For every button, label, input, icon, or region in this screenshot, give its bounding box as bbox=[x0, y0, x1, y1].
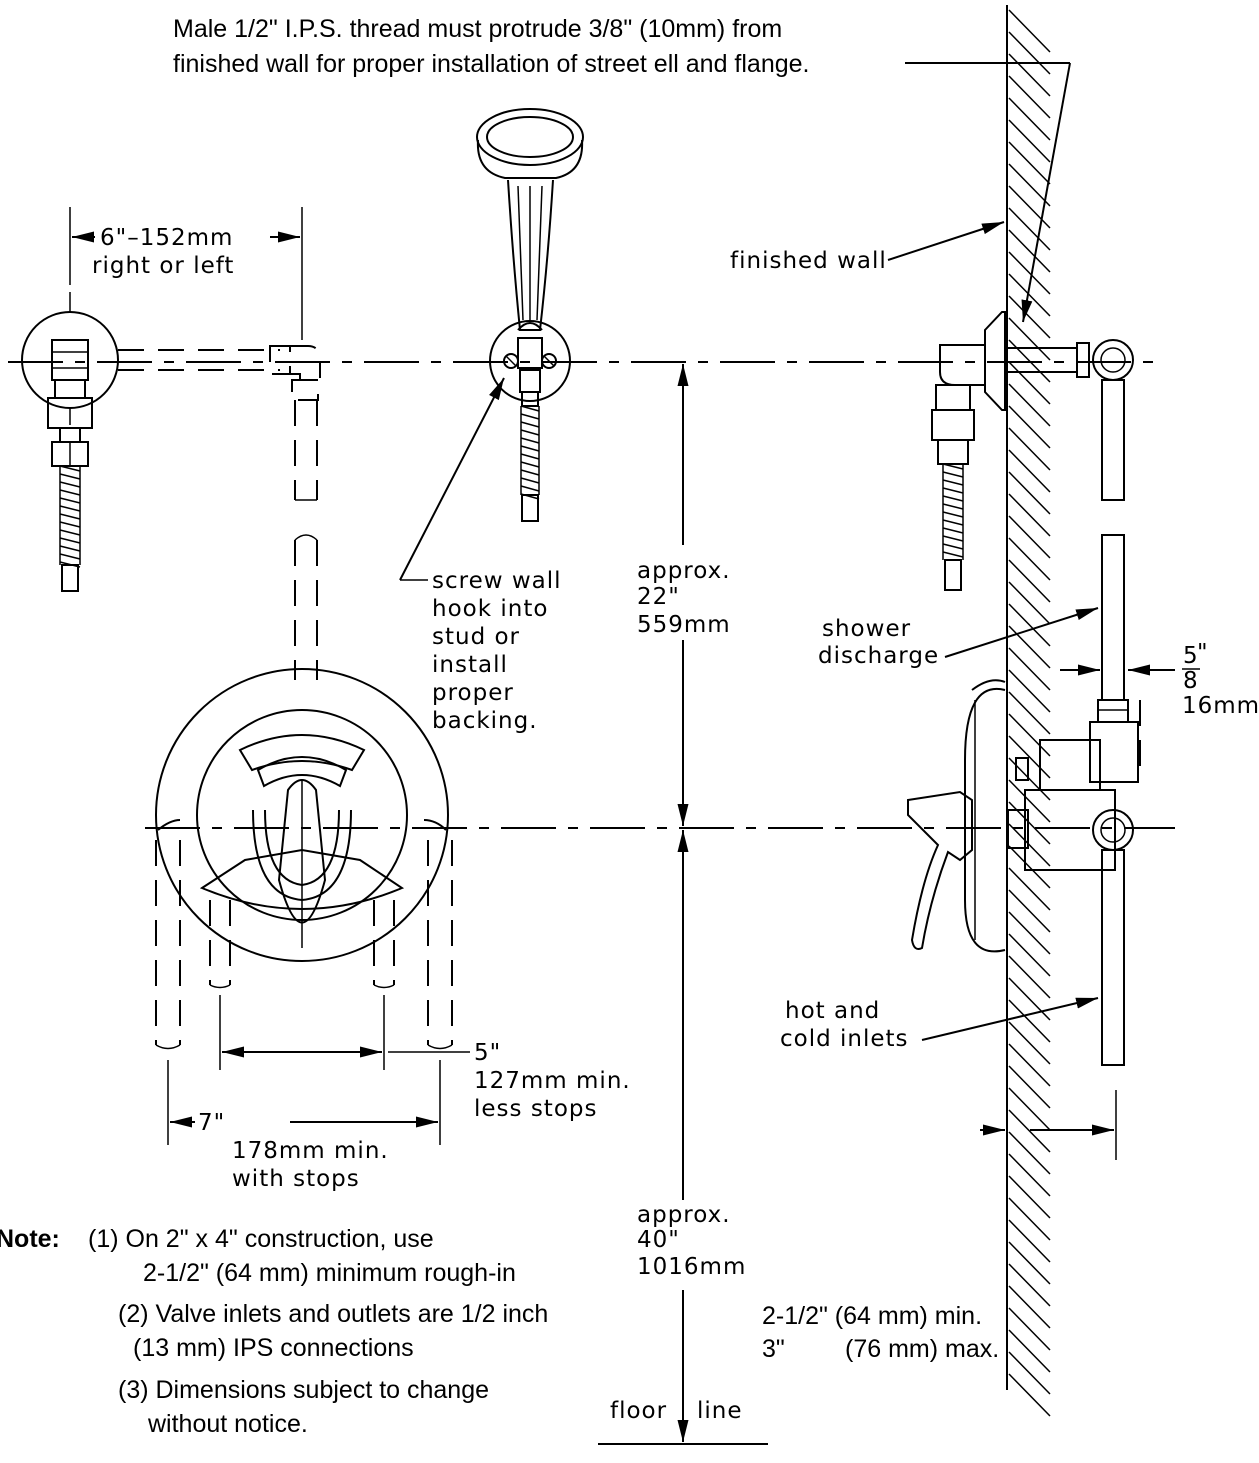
dim-5-8-num: 5 bbox=[1183, 643, 1199, 669]
finished-wall-label: finished wall bbox=[730, 248, 887, 274]
hot-cold-line2: cold inlets bbox=[780, 1026, 909, 1052]
note-2-line1: (2) Valve inlets and outlets are 1/2 inc… bbox=[118, 1300, 548, 1328]
hot-cold-line1: hot and bbox=[785, 998, 880, 1024]
side-view-dimensions: shower discharge 5 " 8 16mm hot and cold… bbox=[762, 607, 1259, 1363]
notes-block: Note: (1) On 2" x 4" construction, use 2… bbox=[0, 1225, 548, 1438]
dim-offset-sub: right or left bbox=[92, 253, 234, 279]
wall-hook bbox=[489, 320, 571, 522]
rough-in-max-b: (76 mm) max. bbox=[845, 1335, 999, 1363]
dim-22-40: approx. 22" 559mm approx. 40" 1016mm flo… bbox=[598, 364, 768, 1445]
wall-hook-callout: screw wall hook into stud or install pro… bbox=[399, 377, 562, 734]
dim-5-8-den: 8 bbox=[1183, 668, 1199, 694]
note-3-line1: (3) Dimensions subject to change bbox=[118, 1376, 489, 1404]
side-view-valve bbox=[907, 534, 1141, 1066]
dim-22-line3: 559mm bbox=[637, 612, 731, 638]
dim-40-line3: 1016mm bbox=[637, 1254, 746, 1280]
wall-hook-line5: proper bbox=[432, 680, 514, 706]
rough-in-max-a: 3" bbox=[762, 1335, 785, 1363]
dim-7in-line1: 7" bbox=[198, 1110, 225, 1136]
top-note-line2: finished wall for proper installation of… bbox=[173, 50, 809, 78]
note-1-line1: (1) On 2" x 4" construction, use bbox=[88, 1225, 434, 1253]
shower-discharge-line2: discharge bbox=[818, 643, 939, 669]
note-1-line2: 2-1/2" (64 mm) minimum rough-in bbox=[143, 1259, 516, 1287]
rough-in-min: 2-1/2" (64 mm) min. bbox=[762, 1302, 982, 1330]
wall-hook-line3: stud or bbox=[432, 624, 520, 650]
hand-shower bbox=[476, 108, 584, 331]
dim-5in-line3: less stops bbox=[474, 1096, 597, 1122]
wall-hook-line6: backing. bbox=[432, 708, 538, 734]
dim-5-8-mm: 16mm bbox=[1182, 693, 1259, 719]
dim-7in-line3: with stops bbox=[232, 1166, 360, 1192]
wall-hook-line2: hook into bbox=[432, 596, 548, 622]
note-2-line2: (13 mm) IPS connections bbox=[133, 1334, 414, 1362]
left-valve-assembly: 6"–152mm right or left bbox=[21, 207, 321, 680]
floor-line-right: line bbox=[697, 1398, 743, 1424]
dim-5in-line2: 127mm min. bbox=[474, 1068, 631, 1094]
wall-hook-line4: install bbox=[432, 652, 508, 678]
dim-22-line2: 22" bbox=[637, 584, 680, 610]
top-note-line1: Male 1/2" I.P.S. thread must protrude 3/… bbox=[173, 15, 782, 43]
side-view-shower-head-supply: finished wall bbox=[730, 221, 1134, 591]
finished-wall bbox=[1006, 5, 1051, 1417]
dim-22-line1: approx. bbox=[637, 558, 731, 584]
dim-7in-line2: 178mm min. bbox=[232, 1138, 389, 1164]
valve-trim-front: 5" 127mm min. less stops 7" 178mm min. w… bbox=[155, 668, 631, 1192]
note-3-line2: without notice. bbox=[147, 1410, 308, 1438]
floor-line-left: floor bbox=[610, 1398, 667, 1424]
dim-5-8-quote: " bbox=[1197, 640, 1209, 666]
dim-40-line2: 40" bbox=[637, 1227, 680, 1253]
dim-40-line1: approx. bbox=[637, 1202, 731, 1228]
wall-hook-line1: screw wall bbox=[432, 568, 562, 594]
top-note: Male 1/2" I.P.S. thread must protrude 3/… bbox=[173, 15, 1071, 323]
dim-offset-label: 6"–152mm bbox=[100, 225, 233, 251]
dim-5in-line1: 5" bbox=[474, 1040, 501, 1066]
shower-discharge-line1: shower bbox=[822, 616, 911, 642]
center-lines bbox=[8, 361, 1175, 829]
notes-label: Note: bbox=[0, 1225, 60, 1253]
